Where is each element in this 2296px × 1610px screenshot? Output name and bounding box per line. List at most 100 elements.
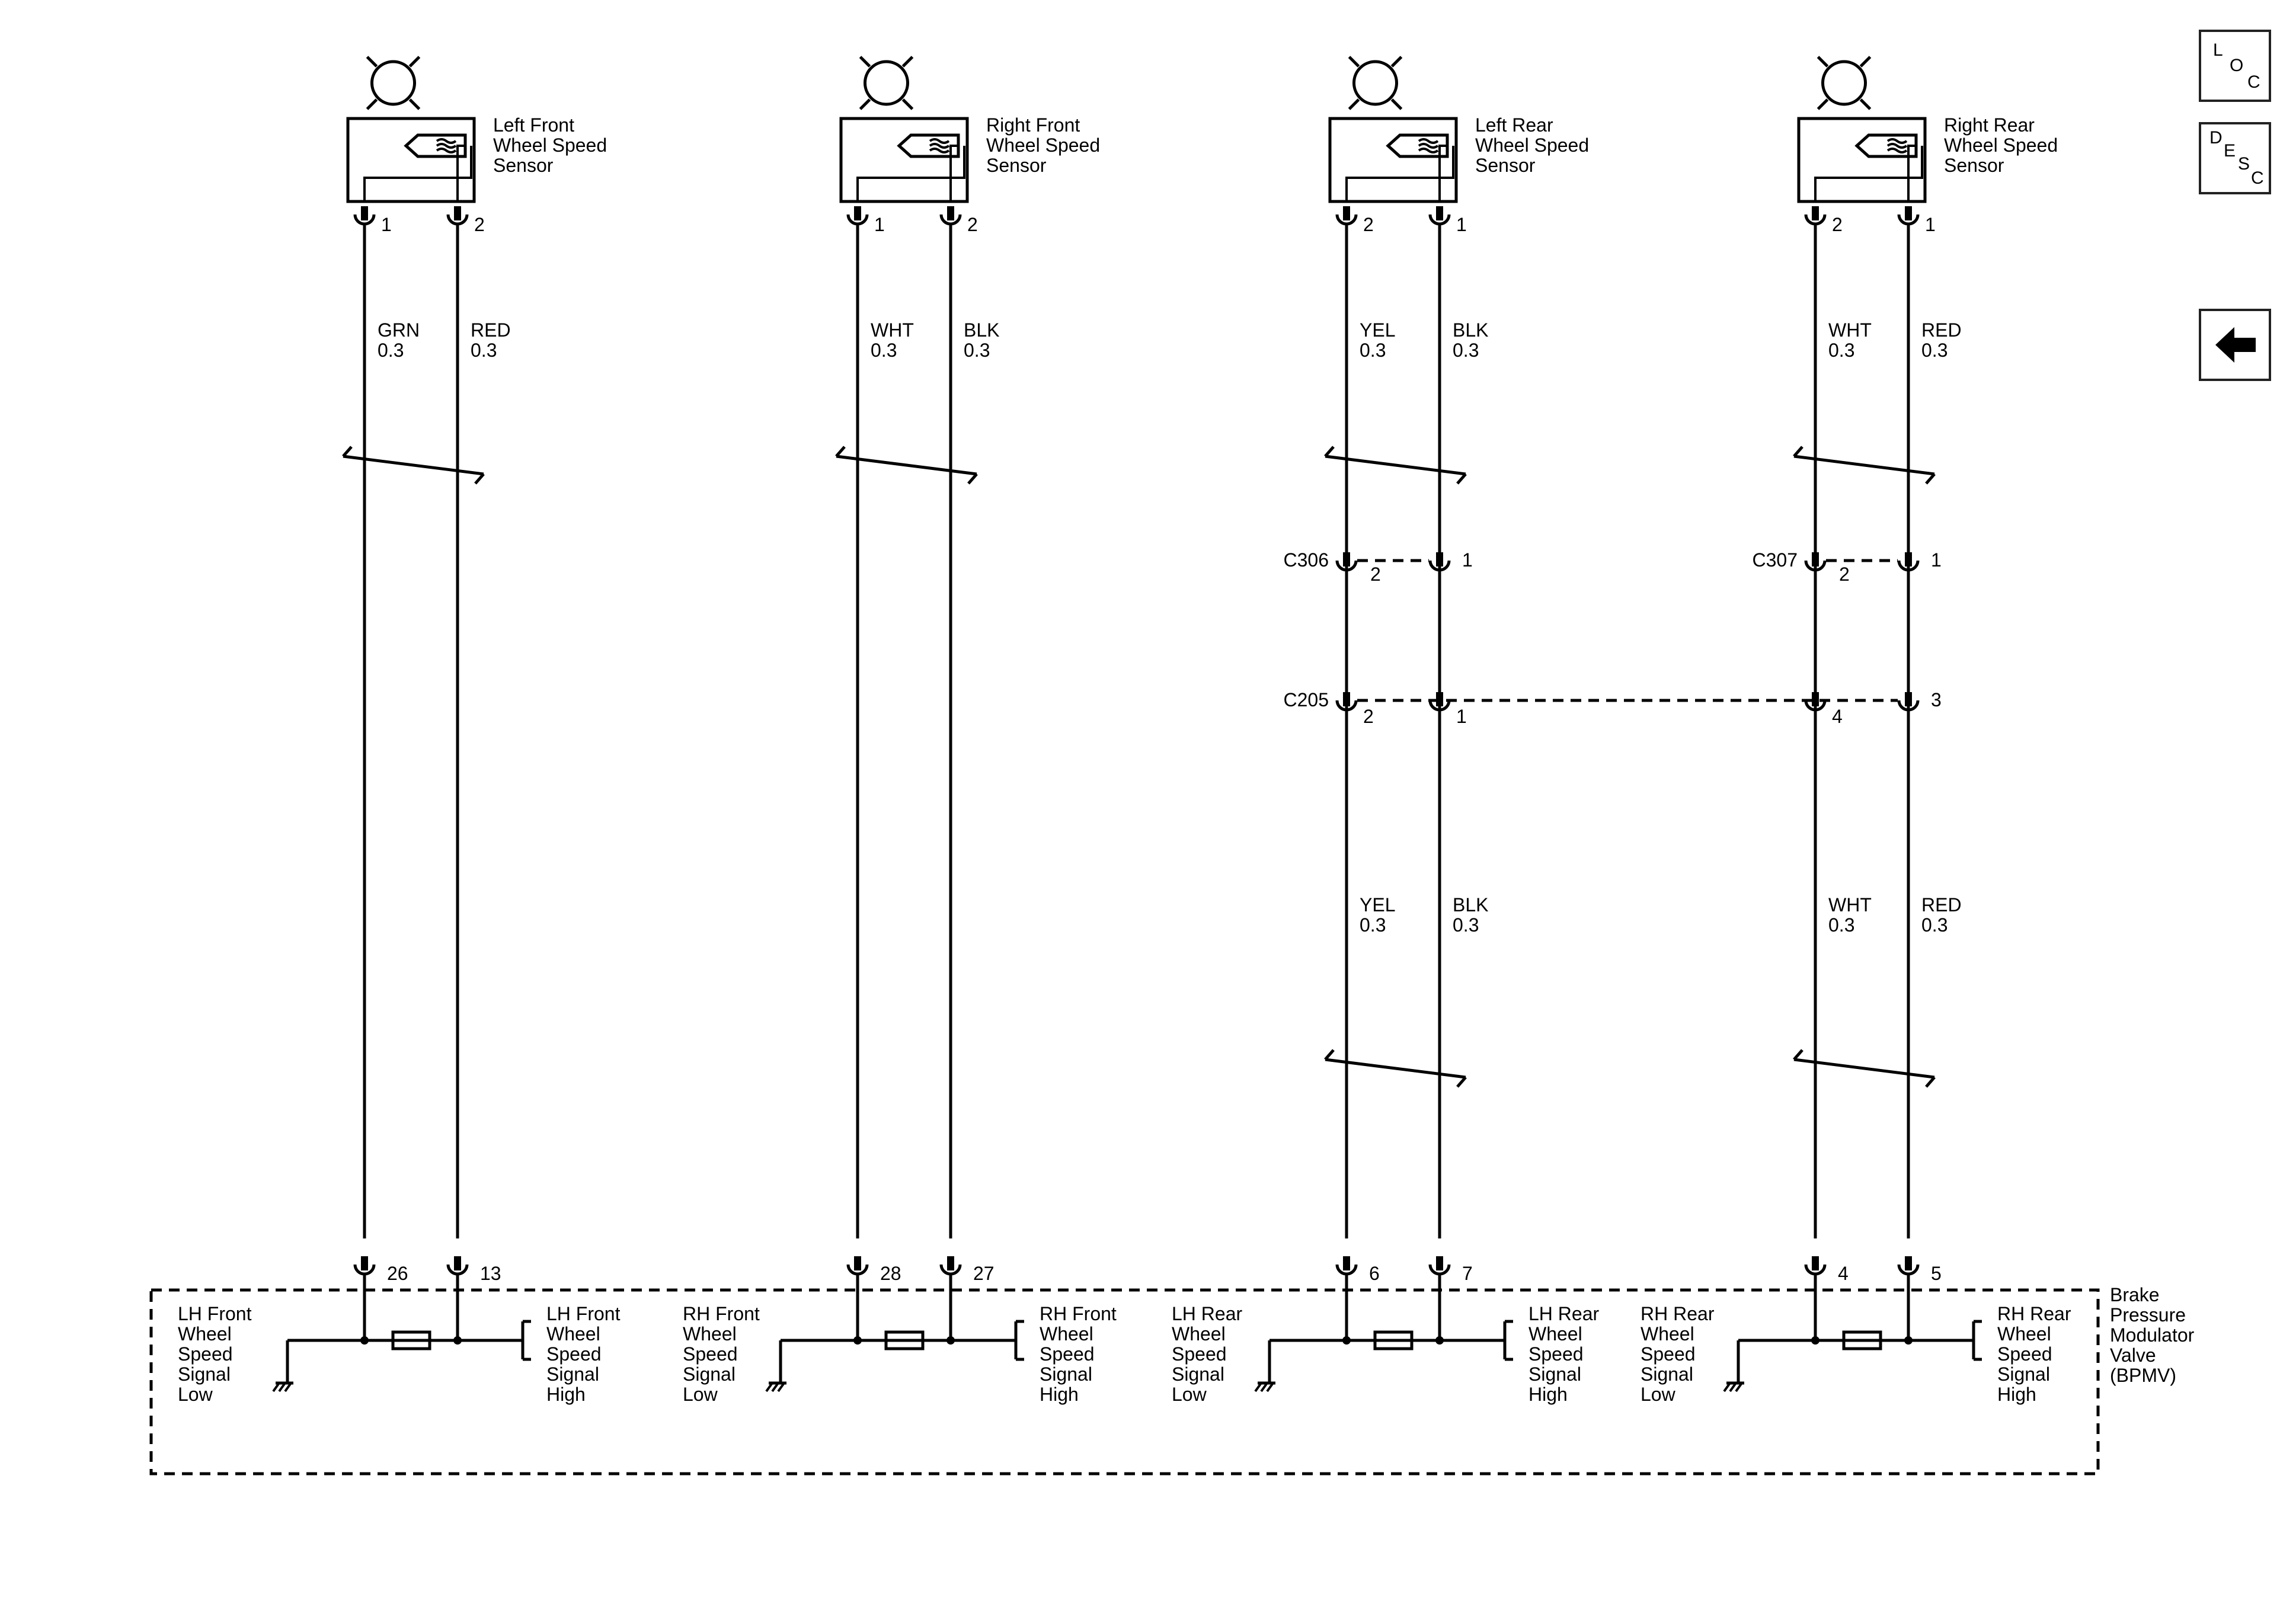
connector-terminal — [1335, 552, 1358, 572]
module-pin-terminal — [846, 1256, 869, 1276]
wire-color-label: YEL — [1360, 319, 1395, 341]
wire-break-symbol — [342, 446, 485, 485]
sensor-internal-lead — [1907, 145, 1916, 201]
module-pin-terminal — [939, 1256, 962, 1276]
junction-dot — [1342, 1336, 1351, 1345]
sensor-tab — [901, 98, 914, 110]
terminal-cup — [1897, 560, 1920, 572]
signal-high-label: Wheel — [1997, 1323, 2051, 1345]
wire-gauge-label: 0.3 — [1828, 914, 1854, 936]
wire-gauge-label: 0.3 — [378, 340, 404, 361]
ground-hatch — [1260, 1382, 1268, 1393]
sensor-circle — [1821, 60, 1867, 106]
sensor-pin-terminal — [939, 206, 962, 226]
loc-button[interactable]: LOC — [2199, 30, 2271, 102]
wire-break-bottom — [1324, 1049, 1467, 1088]
wire-gauge-label: 0.3 — [1453, 914, 1479, 936]
ground-icon — [272, 1381, 293, 1393]
signal-low-label: Speed — [1641, 1343, 1696, 1365]
wire-break-symbol — [1793, 446, 1936, 485]
sensor-pin-terminal — [1335, 206, 1358, 226]
left-arrow-icon — [2215, 327, 2256, 363]
signal-high-label: Signal — [1528, 1363, 1581, 1385]
signal-high-label: Wheel — [1040, 1323, 1093, 1345]
sensor-element-wave — [1418, 148, 1439, 153]
wire-gauge-label: 0.3 — [871, 340, 897, 361]
wire-break-top — [342, 446, 485, 485]
wire-color-label: WHT — [1828, 319, 1872, 341]
wire-gauge-label: 0.3 — [1921, 914, 1948, 936]
signal-high-label: Signal — [1997, 1363, 2050, 1385]
module-name-line: Valve — [2110, 1345, 2156, 1366]
ground-icon — [765, 1381, 786, 1393]
signal-low-label: Wheel — [683, 1323, 737, 1345]
sensor-tab — [1817, 56, 1829, 68]
terminal-cup — [1428, 700, 1451, 712]
connector-name: C205 — [1284, 689, 1329, 710]
wire-break-symbol — [1324, 1049, 1467, 1088]
wire-color-label: BLK — [1453, 319, 1488, 341]
wire-gauge-label: 0.3 — [1921, 340, 1948, 361]
sensor-name-line: Sensor — [493, 155, 554, 176]
signal-low-label: Speed — [178, 1343, 233, 1365]
sensor-name-line: Left Rear — [1475, 114, 1553, 136]
connector-pin-number: 3 — [1931, 689, 1942, 710]
sensor-name-line: Wheel Speed — [1944, 135, 2058, 156]
module-name-line: Pressure — [2110, 1304, 2186, 1326]
wire-gauge-label: 0.3 — [1360, 340, 1386, 361]
wire-break-symbol — [835, 446, 978, 485]
sensor-name-line: Wheel Speed — [493, 135, 607, 156]
sensor-element-wave — [929, 138, 950, 144]
signal-high-label: LH Front — [546, 1303, 621, 1324]
ground-hatch — [771, 1382, 779, 1393]
signal-low-label: RH Rear — [1641, 1303, 1715, 1324]
signal-high-label: Signal — [546, 1363, 599, 1385]
signal-high-label: RH Rear — [1997, 1303, 2071, 1324]
wire-color-label: BLK — [1453, 894, 1488, 916]
signal-low-label: Low — [1641, 1384, 1676, 1405]
module-pin-terminal — [1428, 1256, 1451, 1276]
back-button[interactable] — [2199, 309, 2271, 381]
ground-hatch — [765, 1382, 773, 1393]
ground-hatch — [1735, 1382, 1743, 1393]
wire-color-label: GRN — [378, 319, 420, 341]
sensor-name-line: Sensor — [1944, 155, 2004, 176]
sensor-housing-icon — [1817, 56, 1872, 110]
desc-button-frame — [2199, 122, 2271, 194]
sensor-name-line: Left Front — [493, 114, 574, 136]
connector-terminal — [1335, 692, 1358, 712]
sensor-circle — [864, 60, 909, 106]
sensor-pin-number: 2 — [967, 214, 978, 235]
junction-dot — [853, 1336, 862, 1345]
sensor-tab — [366, 56, 378, 68]
sensor-tab — [1348, 98, 1360, 110]
signal-low-label: Signal — [178, 1363, 231, 1385]
sensor-name-line: Right Rear — [1944, 114, 2035, 136]
sensor-pin-number: 1 — [1456, 214, 1467, 235]
wire-color-label: RED — [1921, 894, 1962, 916]
signal-high-label: Speed — [1040, 1343, 1095, 1365]
ground-icon — [1723, 1381, 1744, 1393]
sensor-element-wave — [1886, 143, 1908, 149]
ground-hatch — [272, 1382, 280, 1393]
sensor-element-icon — [856, 133, 965, 201]
sensor-element-wave — [929, 143, 950, 149]
ground-hatch — [777, 1382, 785, 1393]
module-dashed-border — [149, 1288, 2100, 1475]
sensor-internal-lead — [1814, 146, 1923, 201]
connector-terminal — [1428, 552, 1451, 572]
sensor-pin-number: 2 — [474, 214, 485, 235]
junction-dot — [1811, 1336, 1819, 1345]
module-pin-terminal — [353, 1256, 376, 1276]
